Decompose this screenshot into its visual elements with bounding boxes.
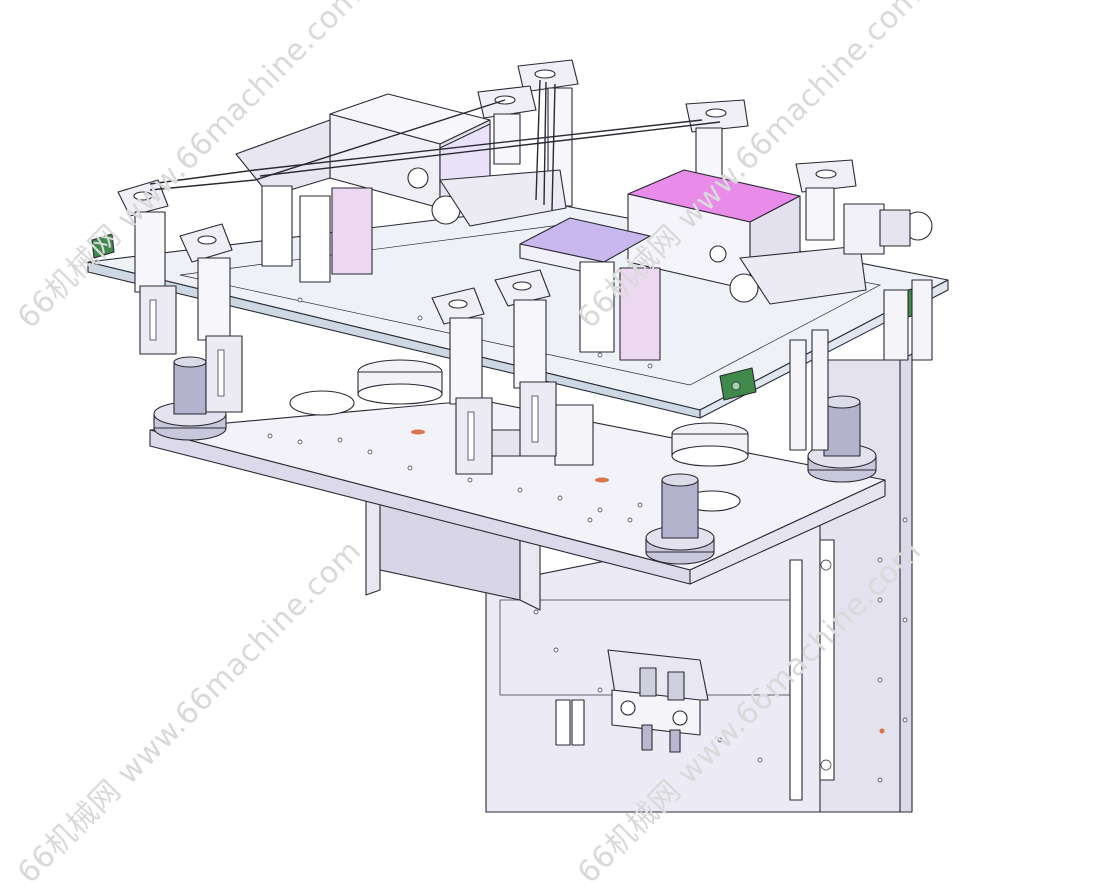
watermark-text-3: 66机械网 www.66machine.com xyxy=(11,533,368,887)
pneumatic-cylinder-icon xyxy=(153,356,877,565)
guide-bracket-icon xyxy=(117,59,857,475)
wires xyxy=(149,79,721,211)
side-rails xyxy=(789,279,933,451)
fitting-block xyxy=(555,649,709,753)
fitting-icon xyxy=(639,667,685,753)
solenoid-valve-icon xyxy=(235,93,933,361)
